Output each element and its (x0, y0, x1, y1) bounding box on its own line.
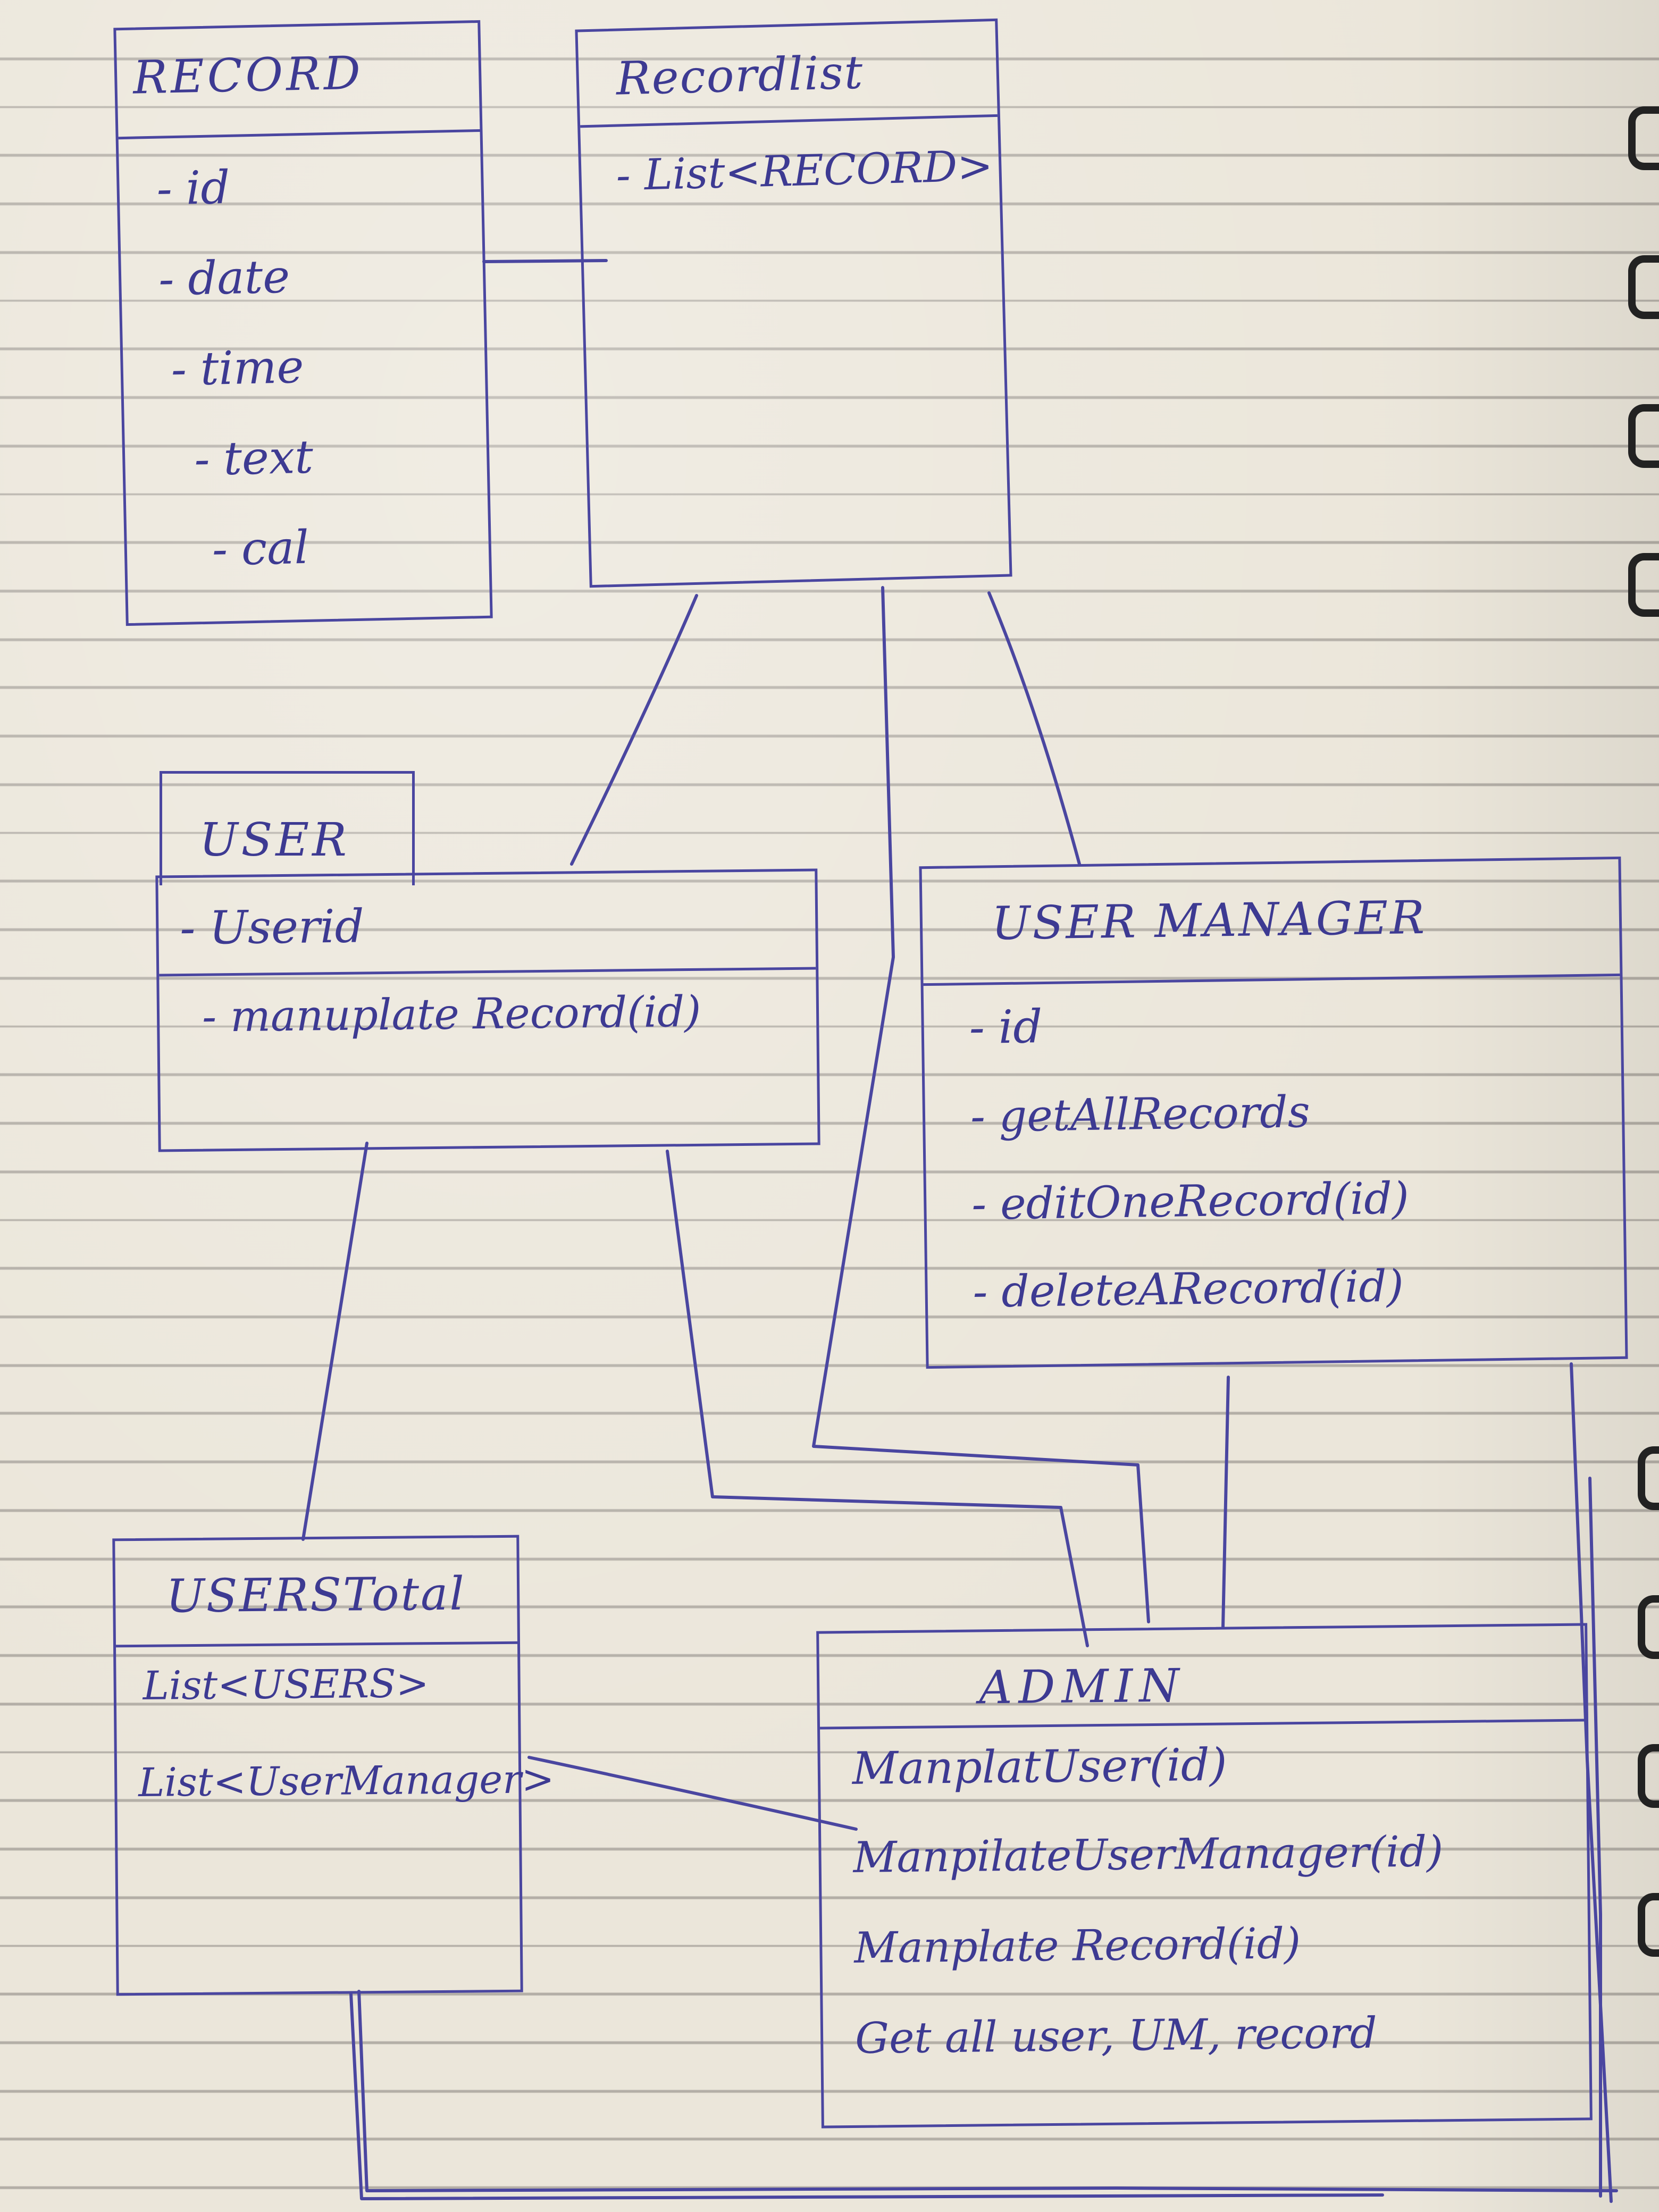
recordlist-class-box: Recordlist -List<RECORD> (575, 18, 1012, 588)
usermanager-class-title: USER MANAGER (991, 891, 1427, 951)
usermanager-attr-deletearecord: -deleteARecord(id) (972, 1261, 1404, 1318)
userstotal-attr-list-usermanager: List<UserManager> (138, 1756, 555, 1806)
userstotal-class-box: USERSTotal List<USERS> List<UserManager> (112, 1535, 555, 1996)
record-class-title: RECORD (132, 46, 364, 105)
recordlist-to-admin-line (812, 586, 1150, 1623)
admin-class-box: ADMIN ManplatUser(id) ManpilateUserManag… (816, 1623, 1593, 2129)
admin-class-title: ADMIN (978, 1659, 1186, 1715)
user-class-title-tab: USER (160, 771, 415, 885)
record-attr-time: -time (170, 340, 305, 397)
userstotal-class-divider (116, 1641, 518, 1648)
recordlist-to-user-line (570, 594, 698, 866)
right-margin-line (1588, 1477, 1602, 2198)
spiral-ring (1628, 255, 1659, 319)
record-attr-date: -date (158, 250, 291, 306)
usermanager-attr-editonerecord: -editOneRecord(id) (971, 1173, 1410, 1230)
recordlist-class-title: Recordlist (615, 46, 865, 106)
usermanager-class-box: USER MANAGER -id -getAllRecords -editOne… (919, 856, 1628, 1369)
usermanager-to-admin-line (1221, 1376, 1230, 1629)
recordlist-attr-list: -List<RECORD> (615, 141, 994, 200)
recordlist-class-divider (580, 114, 998, 128)
record-attr-cal: -cal (211, 521, 309, 576)
bottom-connector-line-2 (349, 1992, 1384, 2200)
record-attr-id: -id (156, 161, 231, 216)
record-class-divider (118, 129, 480, 140)
record-to-recordlist-line (482, 259, 608, 263)
admin-method-manplaterecord: Manplate Record(id) (853, 1918, 1301, 1973)
recordlist-to-usermanager-line (987, 591, 1081, 866)
user-to-admin-line (666, 1150, 1089, 1647)
bottom-connector-line (357, 1990, 1618, 2192)
admin-class-divider (820, 1719, 1586, 1730)
user-attr-manuplate-record: -manuplate Record(id) (202, 986, 701, 1042)
admin-method-manplatuser: ManplatUser(id) (852, 1738, 1227, 1795)
spiral-ring (1628, 553, 1659, 617)
user-to-userstotal-line (301, 1142, 368, 1541)
user-attr-userid: -Userid (179, 900, 365, 956)
usermanager-attr-id: -id (969, 1000, 1043, 1054)
admin-method-getall: Get all user, UM, record (854, 2008, 1378, 2063)
user-class-divider (159, 967, 816, 977)
usermanager-attr-getallrecords: -getAllRecords (970, 1087, 1311, 1142)
usermanager-class-divider (923, 973, 1620, 986)
usermanager-right-line (1570, 1362, 1613, 2203)
userstotal-class-title: USERSTotal (165, 1567, 466, 1623)
userstotal-to-admin-line (527, 1756, 858, 1831)
user-class-box: -Userid -manuplate Record(id) (155, 868, 820, 1152)
record-class-box: RECORD -id -date -time -text -cal (113, 20, 493, 626)
record-attr-text: -text (194, 430, 314, 487)
user-class-title: USER (199, 814, 350, 867)
userstotal-attr-list-users: List<USERS> (143, 1661, 430, 1709)
admin-method-manpilateusermanager: ManpilateUserManager(id) (853, 1826, 1444, 1882)
